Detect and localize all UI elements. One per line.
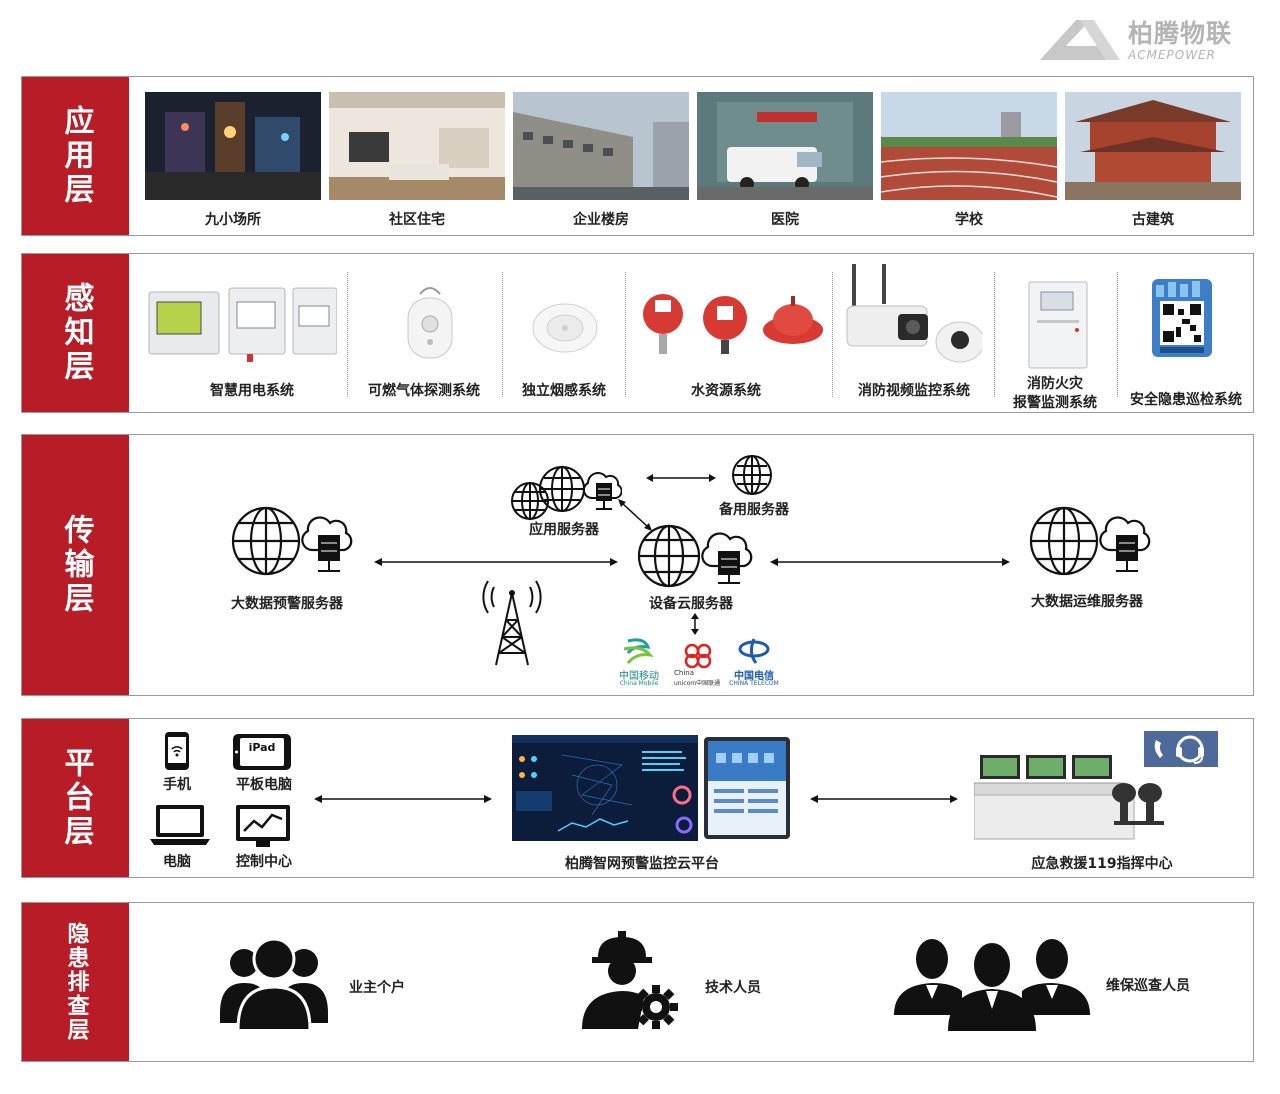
cloud-server-label: 设备云服务器 [649, 596, 733, 612]
command-center-label: 应急救援119指挥中心 [1031, 856, 1173, 872]
sense-label-3: 独立烟感系统 [522, 383, 606, 399]
photo-hospital [697, 92, 873, 200]
signal-tower-icon [482, 575, 542, 671]
platform-layer: 平台层 手机 iPad 平板电脑 电脑 控制中心 [21, 718, 1254, 878]
photo-ancient-building [1065, 92, 1241, 200]
sense-label-2: 可燃气体探测系统 [368, 383, 480, 399]
app-label-3: 企业楼房 [573, 212, 629, 228]
smart-electricity-device-icon [147, 284, 338, 368]
role-label-maintenance: 维保巡查人员 [1106, 978, 1190, 994]
phone-icon[interactable] [162, 731, 192, 775]
photo-community-housing [329, 92, 505, 200]
sense-label-5: 消防视频监控系统 [858, 383, 970, 399]
cloud-platform-label: 柏腾智网预警监控云平台 [565, 856, 719, 872]
app-server-label: 应用服务器 [529, 522, 599, 538]
app-label-6: 古建筑 [1132, 212, 1174, 228]
application-layer: 应用层 九小场所 社区住宅 企业楼房 医院 学校 古建筑 [21, 76, 1254, 236]
headset-icon [1144, 731, 1218, 771]
engineer-icon [578, 931, 688, 1035]
tablet-screen-text: iPad [248, 741, 276, 754]
photo-school [881, 92, 1057, 200]
smoke-detector-icon [530, 298, 600, 362]
separator [994, 272, 995, 397]
cloud-platform-dashboard[interactable] [512, 735, 698, 845]
app-label-5: 学校 [955, 212, 983, 228]
water-sensor-icon [635, 290, 825, 364]
backup-server-label: 备用服务器 [719, 502, 789, 518]
app-server-icon [510, 451, 623, 527]
ops-server-icon [1028, 505, 1158, 589]
laptop-icon[interactable] [148, 803, 212, 851]
warning-server-label: 大数据预警服务器 [231, 596, 343, 612]
separator [502, 272, 503, 397]
perception-layer: 感知层 智慧用电系统 可燃气体探测系统 独立烟感系统 水资源系统 消防视频监控系… [21, 253, 1254, 413]
china-telecom-logo: 中国电信 CHINA TELECOM [728, 635, 780, 691]
sense-label-6a: 消防火灾 [1027, 376, 1083, 392]
transmission-layer: 传输层 应用服务器 备用服务器 大数据预警服务器 [21, 434, 1254, 696]
brand-name-cn: 柏腾物联 [1128, 19, 1233, 48]
arrow-cloud-ops [770, 558, 1010, 566]
device-label-phone: 手机 [163, 777, 191, 793]
photo-nine-small-venues [145, 92, 321, 200]
arrow-cloud-carriers [691, 613, 699, 635]
sense-label-7: 安全隐患巡检系统 [1130, 392, 1242, 408]
layer-label: 感知层 [22, 254, 129, 412]
arrow-app-backup [646, 474, 716, 482]
layer-label: 隐患排查层 [22, 903, 129, 1061]
arrow-app-cloud [618, 499, 652, 531]
arrow-warning-cloud [374, 558, 618, 566]
logo-mark-icon [1040, 20, 1120, 60]
backup-server-globe-icon [730, 453, 774, 501]
device-label-computer: 电脑 [163, 854, 191, 870]
monitor-chart-icon[interactable] [234, 803, 292, 853]
layer-label: 传输层 [22, 435, 129, 695]
inspection-layer: 隐患排查层 业主个户 技术人员 维保巡查人员 [21, 902, 1254, 1062]
role-label-technician: 技术人员 [705, 980, 761, 996]
cloud-platform-tablet-view[interactable] [704, 737, 790, 843]
china-unicom-logo: China unicom中国联通 [674, 639, 722, 689]
video-camera-icon [842, 264, 985, 368]
separator [1117, 272, 1118, 397]
separator [625, 272, 626, 397]
device-label-control: 控制中心 [236, 854, 292, 870]
china-mobile-logo: 中国移动 China Mobile [614, 635, 664, 691]
tablet-icon[interactable]: iPad [232, 733, 294, 775]
app-label-4: 医院 [771, 212, 799, 228]
sense-label-6b: 报警监测系统 [1013, 395, 1097, 411]
fire-alarm-panel-icon [1027, 280, 1091, 376]
arrow-platform-command [810, 795, 958, 803]
brand-name-en: ACMEPOWER [1128, 48, 1216, 62]
separator [347, 272, 348, 397]
gas-detector-icon [400, 284, 460, 368]
app-label-1: 九小场所 [205, 212, 261, 228]
layer-label: 平台层 [22, 719, 129, 877]
warning-server-icon [230, 505, 360, 589]
role-label-owner: 业主个户 [349, 980, 405, 996]
command-center-console [973, 753, 1164, 849]
brand-logo: 柏腾物联 ACMEPOWER [1036, 12, 1262, 64]
photo-enterprise-building [513, 92, 689, 200]
sense-label-4: 水资源系统 [691, 383, 761, 399]
layer-label: 应用层 [22, 77, 129, 235]
arrow-devices-platform [314, 795, 492, 803]
sense-label-1: 智慧用电系统 [210, 383, 294, 399]
app-label-2: 社区住宅 [389, 212, 445, 228]
qr-inspection-icon [1146, 279, 1218, 363]
ops-server-label: 大数据运维服务器 [1031, 594, 1143, 610]
device-label-tablet: 平板电脑 [236, 777, 292, 793]
team-icon [892, 933, 1092, 1037]
cloud-server-icon [636, 523, 766, 599]
group-icon [214, 933, 334, 1037]
separator [832, 272, 833, 397]
